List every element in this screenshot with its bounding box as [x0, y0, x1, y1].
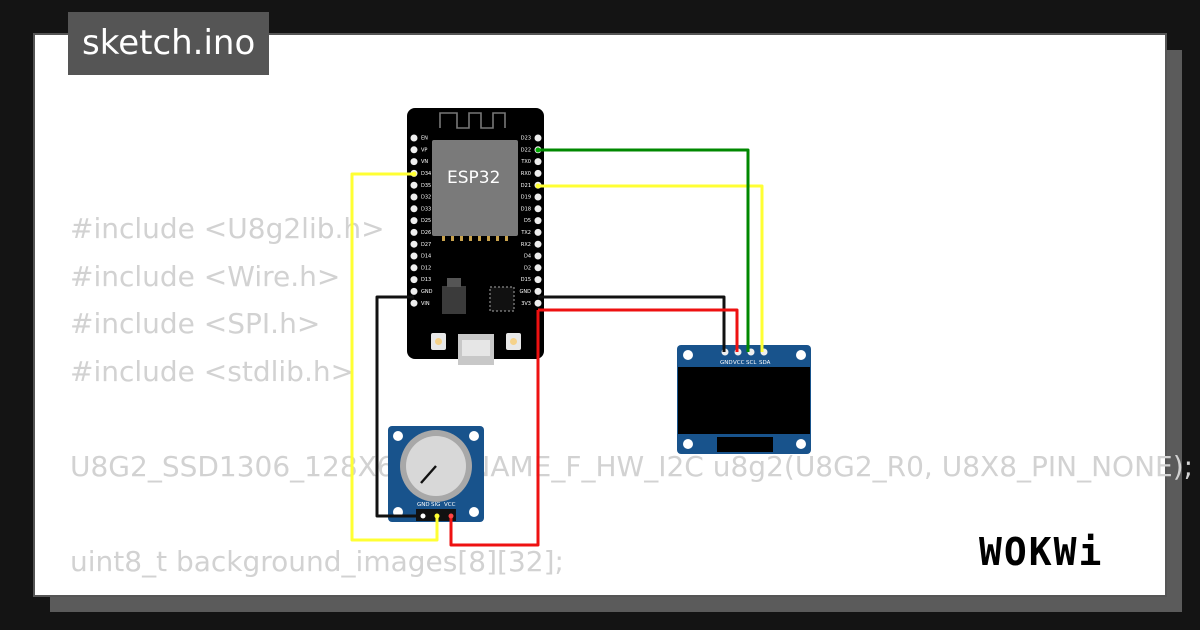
pin-label: D5	[524, 218, 531, 224]
pin-hole[interactable]	[534, 276, 542, 284]
wire-oled-vcc[interactable]	[538, 308, 739, 352]
pin-hole[interactable]	[410, 193, 418, 201]
pin-label: D25	[421, 218, 431, 224]
pin-hole[interactable]	[410, 228, 418, 236]
knob-indicator	[420, 465, 437, 484]
pin-label: D32	[421, 195, 431, 201]
oled-pin-vcc: VCC	[733, 360, 745, 366]
pin-hole[interactable]	[534, 134, 542, 142]
pin-label: VIN	[421, 301, 430, 307]
pin-hole[interactable]	[534, 228, 542, 236]
wire-pot-vcc[interactable]	[449, 310, 540, 547]
pin-label: D33	[421, 206, 431, 212]
pin-hole[interactable]	[410, 287, 418, 295]
pin-label: TX2	[520, 230, 531, 236]
pin-label: D22	[521, 147, 531, 153]
preview-card: #include <U8g2lib.h> #include <Wire.h> #in…	[33, 33, 1193, 597]
code-line: U8G2_SSD1306_128X64_NONAME_F_HW_I2C u8g2…	[70, 449, 1194, 483]
pot-pin-sig: SIG	[431, 502, 440, 508]
pin-hole[interactable]	[534, 205, 542, 213]
esp32-board[interactable]: ESP32 ENVPVND34D35D32D33D25D26D27D14D12D…	[407, 108, 544, 365]
pin-hole[interactable]	[534, 158, 542, 166]
code-line: #include <U8g2lib.h>	[70, 212, 385, 245]
pin-label: D23	[521, 136, 531, 142]
pin-label: D12	[421, 265, 431, 271]
wires	[350, 148, 764, 547]
pin-label: D15	[521, 277, 531, 283]
usb-chip	[489, 286, 515, 312]
code-line: #include <SPI.h>	[70, 307, 321, 340]
oled-display[interactable]: GND VCC SCL SDA	[677, 345, 811, 454]
pin-label: GND	[421, 289, 433, 295]
pin-label: D4	[524, 254, 531, 260]
pin-hole[interactable]	[410, 205, 418, 213]
pin-label: 3V3	[521, 301, 531, 307]
pin-hole[interactable]	[534, 299, 542, 307]
pin-label: D18	[521, 206, 531, 212]
pin-hole[interactable]	[410, 146, 418, 154]
pin-hole[interactable]	[534, 217, 542, 225]
pin-hole[interactable]	[410, 264, 418, 272]
pin-hole[interactable]	[534, 240, 542, 248]
pin-label: VN	[421, 159, 428, 165]
wire-scl[interactable]	[538, 148, 750, 352]
sketch-title[interactable]: sketch.ino	[68, 12, 270, 75]
pin-hole[interactable]	[534, 169, 542, 177]
pin-hole[interactable]	[534, 252, 542, 260]
pin-label: D13	[421, 277, 431, 283]
pin-label: D2	[524, 265, 531, 271]
pin-hole[interactable]	[410, 217, 418, 225]
pin-label: RX2	[521, 242, 531, 248]
pin-label: D19	[521, 195, 531, 201]
pot-pin-gnd: GND	[417, 502, 430, 508]
pin-label: GND	[520, 289, 532, 295]
code-line: uint8_t background_images[8][32];	[70, 544, 564, 578]
pin-hole[interactable]	[534, 193, 542, 201]
wokwi-logo-text: WOKWi	[979, 530, 1103, 574]
oled-pin-sda: SDA	[759, 360, 771, 366]
code-line: #include <stdlib.h>	[70, 354, 355, 388]
wire-ends	[411, 147, 541, 519]
pin-label: D35	[421, 183, 431, 189]
pot-pin-vcc: VCC	[444, 502, 456, 508]
wire-pot-gnd[interactable]	[375, 295, 423, 518]
pin-label: D21	[521, 183, 531, 189]
pin-label: RX0	[521, 171, 531, 177]
wire-oled-gnd[interactable]	[538, 295, 726, 352]
wire-sda[interactable]	[538, 184, 764, 352]
pin-label: VP	[421, 147, 427, 153]
pin-hole[interactable]	[410, 240, 418, 248]
esp32-label: ESP32	[447, 168, 500, 188]
pin-hole[interactable]	[410, 158, 418, 166]
pin-hole[interactable]	[410, 299, 418, 307]
esp32-module	[432, 140, 518, 236]
pin-label: D26	[421, 230, 431, 236]
pin-hole[interactable]	[410, 181, 418, 189]
potentiometer[interactable]: GND SIG VCC	[388, 426, 484, 522]
regulator	[442, 286, 466, 314]
pin-hole[interactable]	[410, 134, 418, 142]
oled-pin-gnd: GND	[720, 360, 733, 366]
pin-hole[interactable]	[410, 276, 418, 284]
code-line: #include <Wire.h>	[70, 259, 341, 293]
pin-label: D34	[421, 171, 431, 177]
pin-hole[interactable]	[410, 252, 418, 260]
module-pads	[442, 236, 508, 241]
pin-label: D14	[421, 254, 431, 260]
wire-pot-sig[interactable]	[350, 172, 439, 542]
oled-pin-scl: SCL	[746, 360, 757, 366]
pin-hole[interactable]	[534, 264, 542, 272]
pin-hole[interactable]	[534, 287, 542, 295]
oled-screen	[678, 367, 810, 434]
wokwi-logo: WOKWi	[979, 530, 1103, 574]
code-preview: #include <U8g2lib.h> #include <Wire.h> #in…	[70, 205, 1193, 585]
pin-label: TX0	[520, 159, 531, 165]
pin-label: EN	[421, 136, 428, 142]
pin-label: D27	[421, 242, 431, 248]
